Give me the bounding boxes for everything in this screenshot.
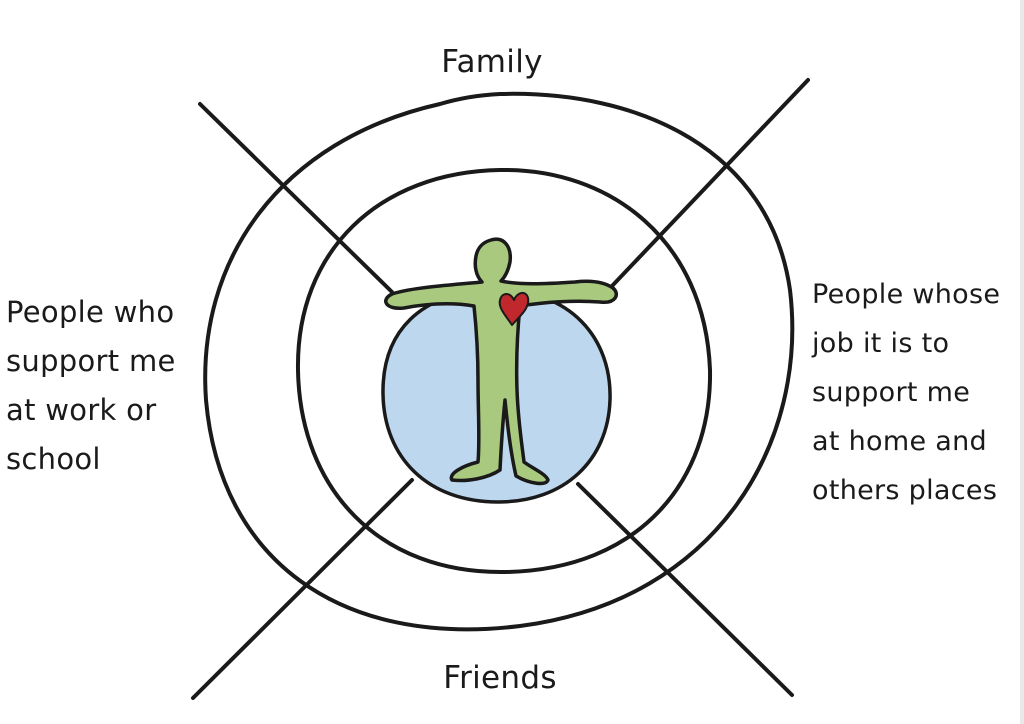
person-icon bbox=[384, 237, 618, 486]
middle-circle bbox=[295, 167, 713, 575]
edge-strip bbox=[1020, 0, 1024, 724]
diagonal-line-bottom-left bbox=[191, 478, 414, 700]
label-paid-support: People whose job it is to support me at … bbox=[812, 279, 1001, 506]
outer-circle bbox=[203, 91, 795, 632]
label-family: Family bbox=[441, 44, 543, 80]
label-friends: Friends bbox=[443, 660, 557, 696]
heart-icon bbox=[498, 292, 530, 326]
diagonal-line-bottom-right bbox=[576, 482, 794, 697]
diagonal-line-top-right bbox=[610, 78, 810, 288]
diagonal-line-top-left bbox=[198, 102, 394, 294]
label-work-or-school: People who support me at work or school bbox=[6, 295, 176, 476]
